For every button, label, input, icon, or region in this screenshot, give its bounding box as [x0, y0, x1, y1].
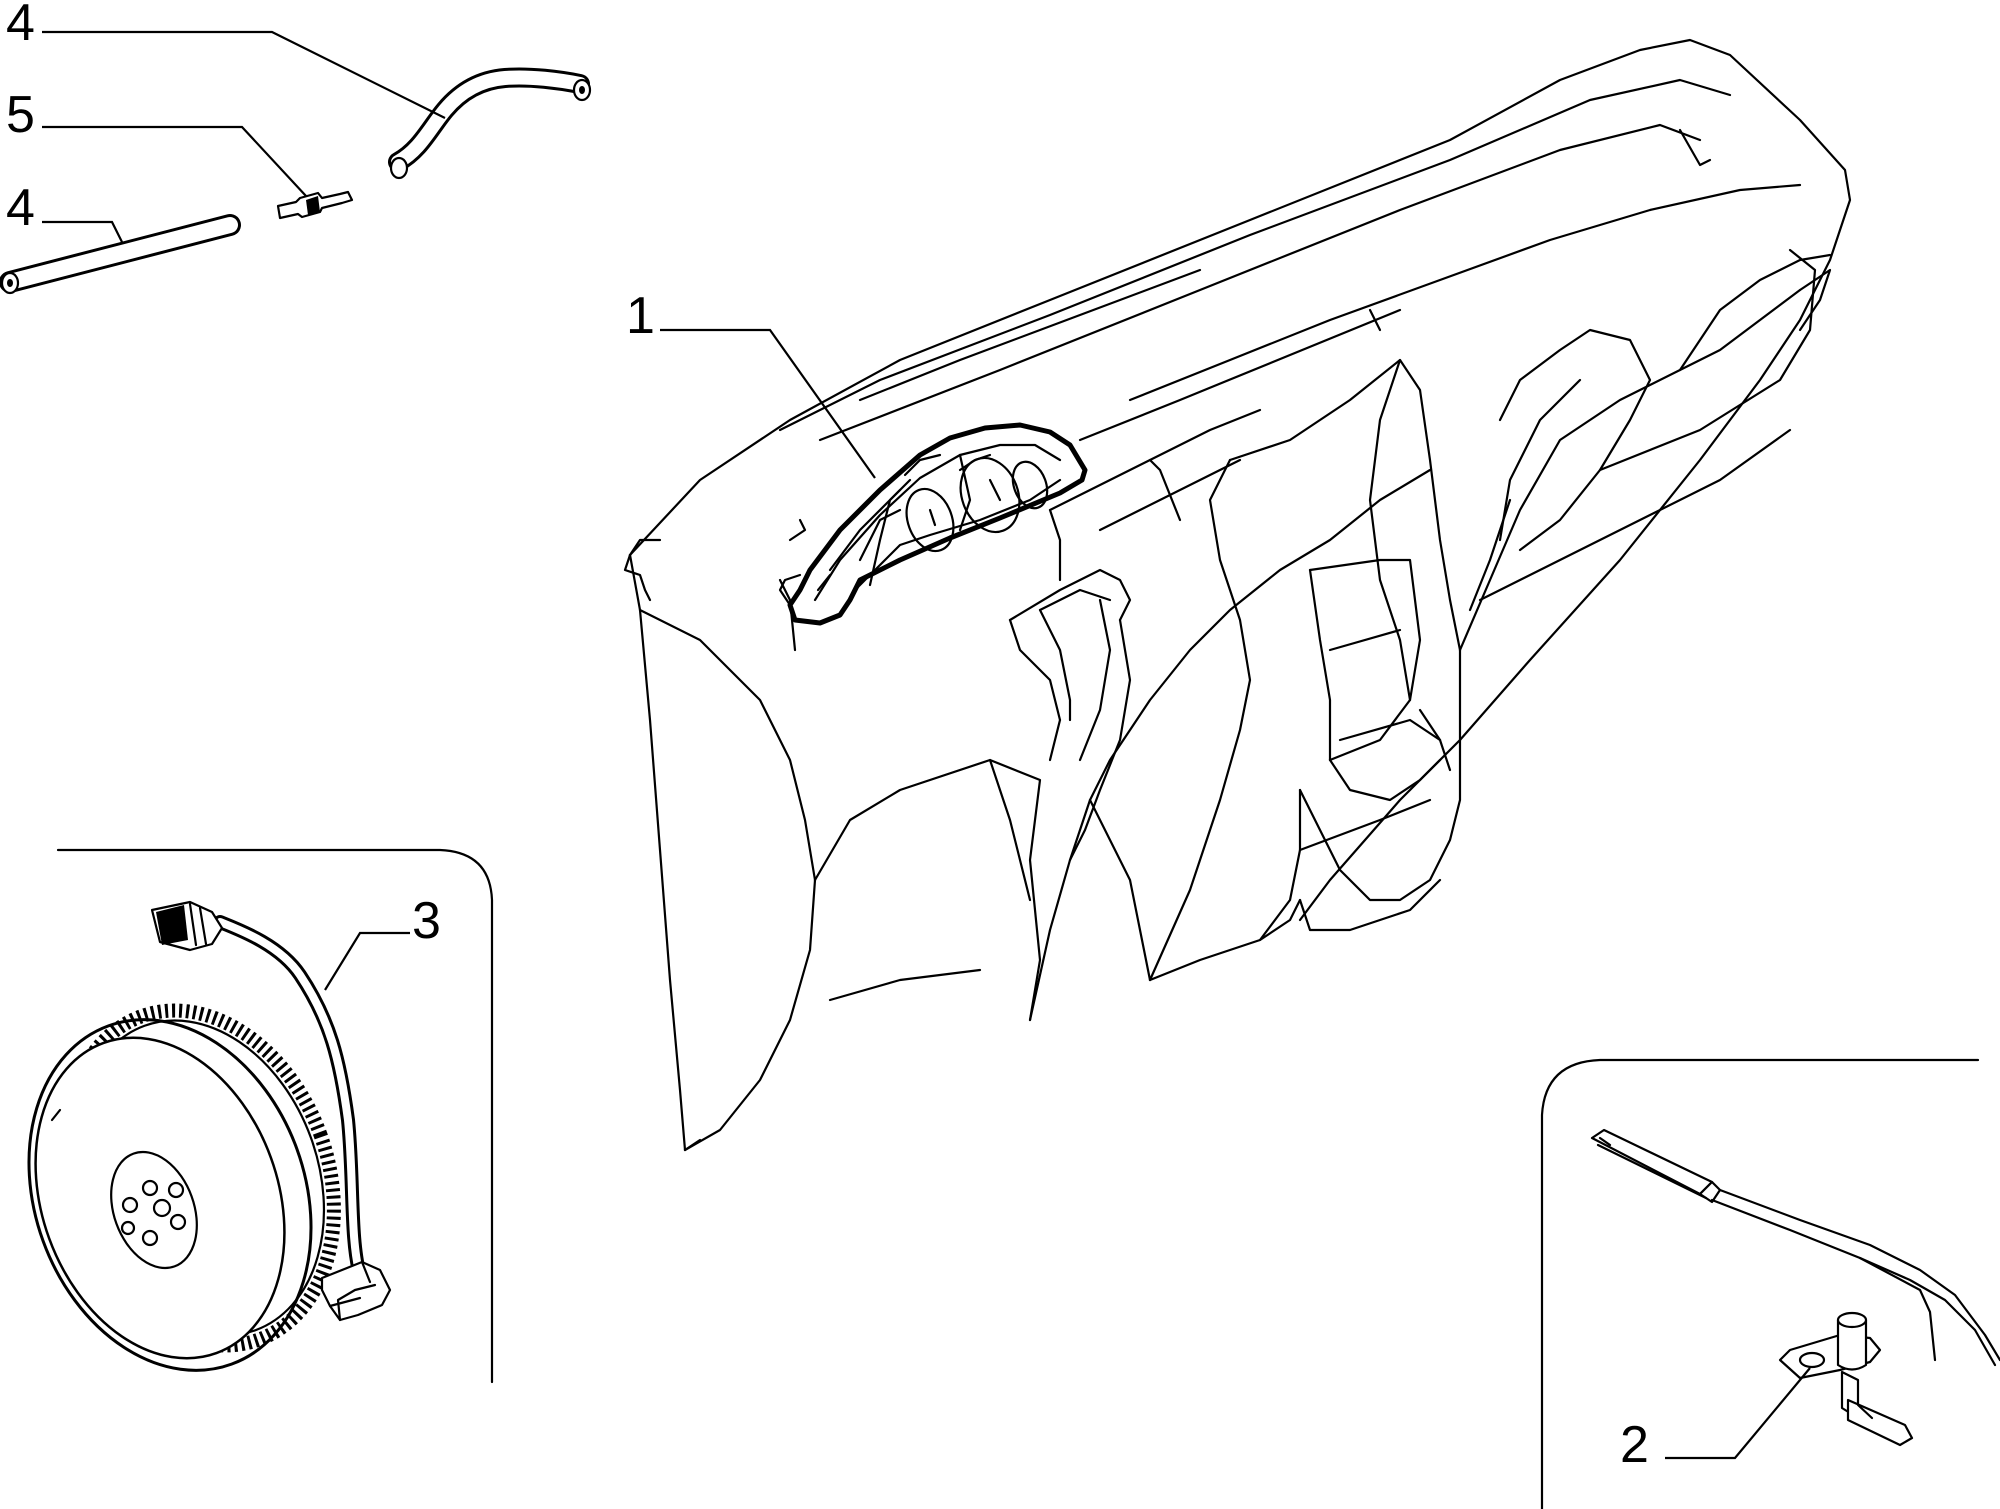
washer-hose-straight	[0, 214, 241, 295]
callout-5: 5	[6, 86, 35, 144]
leader-3	[324, 931, 410, 991]
inset-frame-right	[1540, 1058, 1980, 1509]
leader-5	[42, 125, 307, 197]
callout-labels: 1 2 3 4 4 5	[6, 0, 1649, 1474]
flywheel	[27, 1003, 341, 1372]
inset-frame-left	[56, 848, 494, 1384]
callout-3: 3	[412, 892, 441, 950]
leader-2	[1665, 1367, 1811, 1460]
dashboard-panel	[623, 38, 1852, 1152]
hose-connector	[276, 190, 354, 220]
instrument-cluster	[778, 422, 1088, 626]
callout-2: 2	[1620, 1416, 1649, 1474]
crankshaft-sensor	[150, 900, 392, 1322]
washer-hose-curved	[388, 67, 592, 180]
handbrake-lever	[1590, 1128, 2000, 1367]
handbrake-switch	[1778, 1311, 1914, 1447]
leader-4b	[42, 220, 123, 243]
callout-1: 1	[626, 287, 655, 345]
callout-4-bottom: 4	[6, 179, 35, 237]
callout-4-top: 4	[6, 0, 35, 52]
leader-1	[660, 328, 876, 479]
leader-lines	[42, 30, 1811, 1460]
leader-4a	[42, 30, 446, 119]
